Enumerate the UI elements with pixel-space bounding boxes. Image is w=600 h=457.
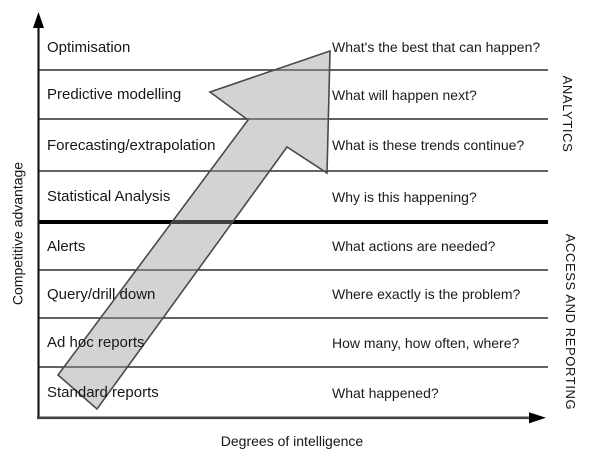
- row-label: Statistical Analysis: [47, 188, 171, 205]
- row-question: What happened?: [332, 384, 439, 401]
- table-row: Predictive modelling What will happen ne…: [38, 70, 548, 119]
- row-question: Where exactly is the problem?: [332, 286, 521, 302]
- row-question: What will happen next?: [332, 86, 477, 103]
- table-row: Standard reports What happened?: [38, 367, 548, 418]
- row-label: Query/drill down: [47, 285, 156, 303]
- table-row: Statistical Analysis Why is this happeni…: [38, 171, 548, 222]
- row-label: Predictive modelling: [47, 86, 182, 103]
- table-row: Query/drill down Where exactly is the pr…: [38, 270, 548, 318]
- table-row: Forecasting/extrapolation What is these …: [38, 119, 548, 171]
- row-label: Forecasting/extrapolation: [47, 136, 216, 154]
- section-label-analytics: ANALYTICS: [560, 75, 575, 153]
- right-arrowhead-icon: [529, 412, 546, 424]
- row-question: Why is this happening?: [332, 188, 477, 205]
- row-question: How many, how often, where?: [332, 334, 520, 351]
- row-question: What actions are needed?: [332, 238, 496, 254]
- table-row: Alerts What actions are needed?: [38, 222, 548, 270]
- row-question: What's the best that can happen?: [332, 39, 541, 55]
- row-label: Standard reports: [47, 384, 159, 401]
- row-label: Alerts: [47, 237, 86, 255]
- row-question: What is these trends continue?: [332, 137, 525, 153]
- table-row: Ad hoc reports How many, how often, wher…: [38, 318, 548, 367]
- growth-trend-arrow-icon: [56, 49, 331, 411]
- row-label: Ad hoc reports: [47, 334, 145, 351]
- x-axis-label: Degrees of intelligence: [220, 433, 364, 449]
- section-label-access-reporting: ACCESS AND REPORTING: [563, 233, 578, 411]
- row-label: Optimisation: [47, 38, 131, 56]
- table-row: Optimisation What's the best that can ha…: [38, 24, 548, 70]
- y-axis-label: Competitive advantage: [9, 161, 26, 306]
- up-arrowhead-icon: [33, 12, 44, 28]
